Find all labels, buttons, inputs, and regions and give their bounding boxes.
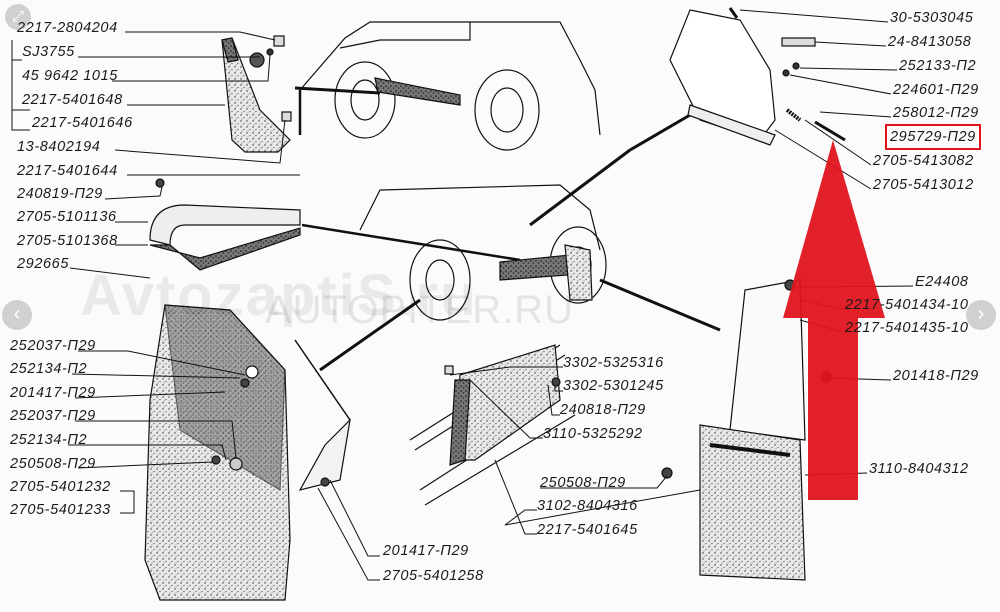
part-label: 2705-5401233 [10, 502, 111, 518]
part-label: 252037-П29 [10, 408, 96, 424]
part-label: 2217-5401646 [32, 115, 133, 131]
part-label: 2705-5401232 [10, 479, 111, 495]
part-label: 2217-5401648 [22, 92, 123, 108]
part-label: 2217-2804204 [17, 20, 118, 36]
car-side-view-top [294, 21, 601, 151]
part-label: 224601-П29 [893, 82, 979, 98]
part-label: 3302-5325316 [563, 355, 664, 371]
part-label: 201417-П29 [10, 385, 96, 401]
part-label: 252134-П2 [10, 361, 88, 377]
part-label: 250508-П29 [540, 475, 626, 491]
part-label: 24-8413058 [888, 34, 972, 50]
part-label: SJ3755 [22, 44, 75, 60]
part-label: 2705-5101136 [17, 209, 117, 225]
part-label: 2217-5401644 [17, 163, 118, 179]
part-label: 252134-П2 [10, 432, 88, 448]
part-label: 252037-П29 [10, 338, 96, 354]
expand-icon[interactable]: ⤢ [5, 4, 31, 30]
part-label: 240819-П29 [17, 186, 103, 202]
watermark-secondary: AUTOPITER.RU [265, 288, 575, 332]
next-image-button[interactable]: › [966, 300, 996, 330]
part-label: 2217-5401434-10 [845, 297, 969, 313]
rear-mudflap-drawing [144, 304, 351, 601]
part-label: 30-5303045 [890, 10, 974, 26]
part-label: 250508-П29 [10, 456, 96, 472]
part-label: 201418-П29 [893, 368, 979, 384]
part-label: 3102-8404316 [537, 498, 638, 514]
part-label: 258012-П29 [893, 105, 979, 121]
sill-panel-drawing [409, 344, 673, 506]
part-label: 3302-5301245 [563, 378, 664, 394]
watermark-primary: AvtozaptiS.ru [80, 263, 478, 328]
part-label: 292665 [17, 256, 69, 272]
part-label: 45 9642 1015 [22, 68, 118, 84]
part-label: 2705-5101368 [17, 233, 118, 249]
fuel-filler-door-drawing [669, 7, 846, 146]
bracket-drawing [298, 418, 351, 491]
part-label: 2217-5401645 [537, 522, 638, 538]
wheel-arch-liner-drawing [149, 178, 521, 271]
part-label: 2217-5401435-10 [845, 320, 969, 336]
part-label: 201417-П29 [383, 543, 469, 559]
part-label: 13-8402194 [17, 139, 101, 155]
part-label: 2705-5401258 [383, 568, 484, 584]
highlighted-part-label[interactable]: 295729-П29 [885, 124, 981, 150]
part-label: 2705-5413082 [873, 153, 974, 169]
part-label: 3110-8404312 [869, 461, 969, 477]
part-label: 2705-5413012 [873, 177, 974, 193]
part-label: 252133-П2 [899, 58, 977, 74]
prev-image-button[interactable]: ‹ [2, 300, 32, 330]
highlight-arrow [783, 140, 885, 500]
part-label: 240818-П29 [560, 402, 646, 418]
car-side-view-middle [319, 113, 721, 372]
part-label: E24408 [915, 274, 969, 290]
right-rear-mudflap-drawing [699, 279, 832, 581]
part-label: 3110-5325292 [543, 426, 643, 442]
front-mudflap-drawing [221, 35, 292, 153]
